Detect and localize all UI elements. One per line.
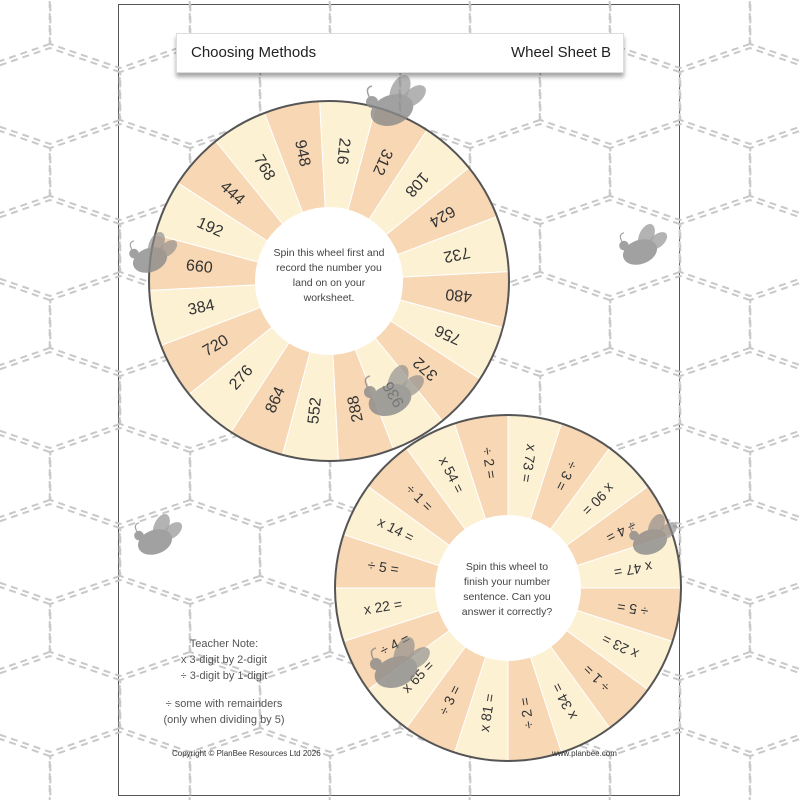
top-segment-label: 660: [185, 257, 213, 277]
bottom-outer-rim: [334, 414, 682, 762]
bottom-segment-label: ÷ 2 =: [479, 446, 500, 480]
hexagon-outline: [679, 350, 800, 450]
bottom-wheel-instruction-line: answer it correctly?: [461, 606, 553, 618]
bottom-segment-label: ÷ 5 =: [366, 557, 400, 578]
teacher-note-line: (only when dividing by 5): [163, 714, 285, 726]
website-url: www.planbee.com: [552, 749, 617, 758]
bottom-segment-label: ÷ 5 =: [616, 599, 650, 620]
top-segment-label: 480: [444, 285, 472, 305]
top-segment-label: 288: [345, 394, 367, 424]
bee-icon: [619, 224, 668, 265]
top-center-circle: [255, 207, 403, 355]
teacher-note-line: ÷ 3-digit by 1-digit: [180, 670, 268, 682]
bee-icon: [129, 232, 178, 273]
bottom-wheel-instruction-line: sentence. Can you: [463, 591, 551, 603]
hexagon-outline: [609, 0, 751, 70]
top-segment-label: 384: [186, 297, 216, 319]
header-bar: Choosing Methods Wheel Sheet B: [176, 33, 624, 73]
top-wheel-instructions: Spin this wheel first and record the num…: [252, 246, 406, 306]
bottom-wheel-instructions: Spin this wheel to finish your number se…: [436, 560, 578, 620]
bee-icon: [629, 514, 678, 555]
copyright-text: Copyright © PlanBee Resources Ltd 2026: [172, 749, 321, 758]
hexagon-outline: [749, 585, 800, 671]
hexagon-outline: [749, 737, 800, 800]
bottom-wheel-instruction-line: finish your number: [463, 576, 551, 588]
hexagon-outline: [679, 46, 800, 146]
bee-icon: [370, 637, 430, 688]
hexagon-outline: [749, 433, 800, 519]
top-segment-label: 948: [291, 138, 313, 168]
page-title: Choosing Methods: [191, 44, 317, 61]
teacher-note: Teacher Note: x 3-digit by 2-digit ÷ 3-d…: [148, 636, 300, 728]
bee-icon: [366, 75, 426, 126]
bottom-segment-label: ÷ 2 =: [516, 696, 537, 730]
top-segment-label: 216: [333, 137, 353, 165]
teacher-note-heading: Teacher Note:: [189, 638, 259, 650]
sheet-label: Wheel Sheet B: [510, 44, 611, 61]
teacher-note-line: ÷ some with remainders: [165, 698, 283, 710]
hexagon-outline: [749, 129, 800, 215]
hexagon-outline: [679, 198, 800, 298]
hexagon-outline: [679, 654, 800, 754]
bottom-center-circle: [435, 515, 581, 661]
hexagon-outline: [49, 0, 191, 70]
top-wheel-instruction-line: worksheet.: [303, 292, 355, 304]
hexagon-outline: [679, 502, 800, 602]
top-wheel-instruction-line: record the number you: [276, 262, 382, 274]
bottom-segment-label: x 22 =: [363, 596, 404, 618]
teacher-note-line: x 3-digit by 2-digit: [180, 654, 268, 666]
top-segment-label: 552: [305, 396, 325, 424]
bee-icon: [364, 365, 424, 416]
top-outer-rim: [148, 100, 510, 462]
bottom-segment-label: x 73 =: [518, 443, 540, 484]
bottom-segment-label: x 47 =: [613, 559, 654, 581]
bottom-segment-label: x 81 =: [476, 692, 498, 733]
top-segment-label: 732: [442, 243, 472, 265]
hexagon-outline: [749, 281, 800, 367]
top-wheel-instruction-line: land on on your: [292, 277, 366, 289]
bee-icon: [134, 514, 183, 555]
top-wheel-instruction-line: Spin this wheel first and: [273, 247, 385, 259]
bottom-wheel-instruction-line: Spin this wheel to: [465, 561, 549, 573]
